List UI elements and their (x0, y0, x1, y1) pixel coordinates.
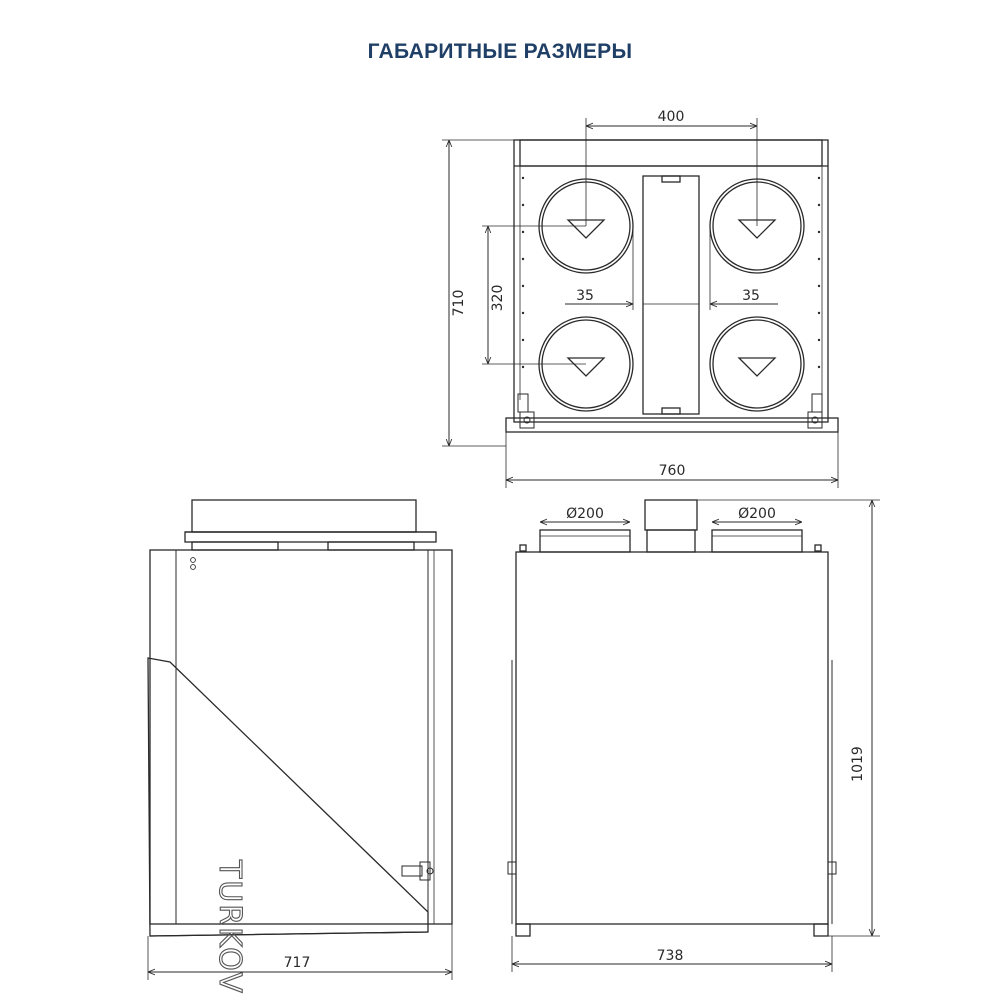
side-view-dimensions (147, 924, 453, 980)
top-view-top-rail (519, 139, 823, 167)
dim-gap-left: 35 (576, 288, 594, 304)
top-view (505, 139, 839, 433)
dim-side-depth: 717 (284, 955, 311, 971)
dim-top-width: 760 (659, 463, 686, 479)
duct-left (539, 529, 631, 553)
side-view (147, 499, 453, 937)
dim-front-width: 738 (657, 948, 684, 964)
page-title: ГАБАРИТНЫЕ РАЗМЕРЫ (367, 40, 633, 63)
dim-duct-left: Ø200 (566, 506, 604, 522)
dim-top-height: 710 (451, 290, 467, 317)
dim-inlet-vertical-spacing: 320 (490, 285, 506, 312)
latch-left (517, 393, 535, 429)
front-view (507, 499, 837, 937)
side-view-body (149, 549, 453, 925)
dim-front-height: 1019 (850, 746, 866, 782)
duct-port-bottom-right (709, 316, 805, 412)
center-box (644, 499, 698, 531)
top-view-base (505, 417, 839, 433)
duct-right (711, 529, 803, 553)
dim-gap-right: 35 (742, 288, 760, 304)
front-view-body (515, 551, 829, 925)
latch-right (807, 393, 823, 429)
dim-inlet-spacing: 400 (658, 109, 685, 125)
brand-logo: TURKOV (212, 859, 247, 995)
side-view-front-panel (147, 657, 429, 937)
side-view-top-box (191, 499, 417, 533)
top-view-center-channel (642, 175, 700, 415)
dim-duct-right: Ø200 (738, 506, 776, 522)
top-view-dimensions (442, 118, 839, 488)
front-view-dimensions (511, 499, 880, 972)
